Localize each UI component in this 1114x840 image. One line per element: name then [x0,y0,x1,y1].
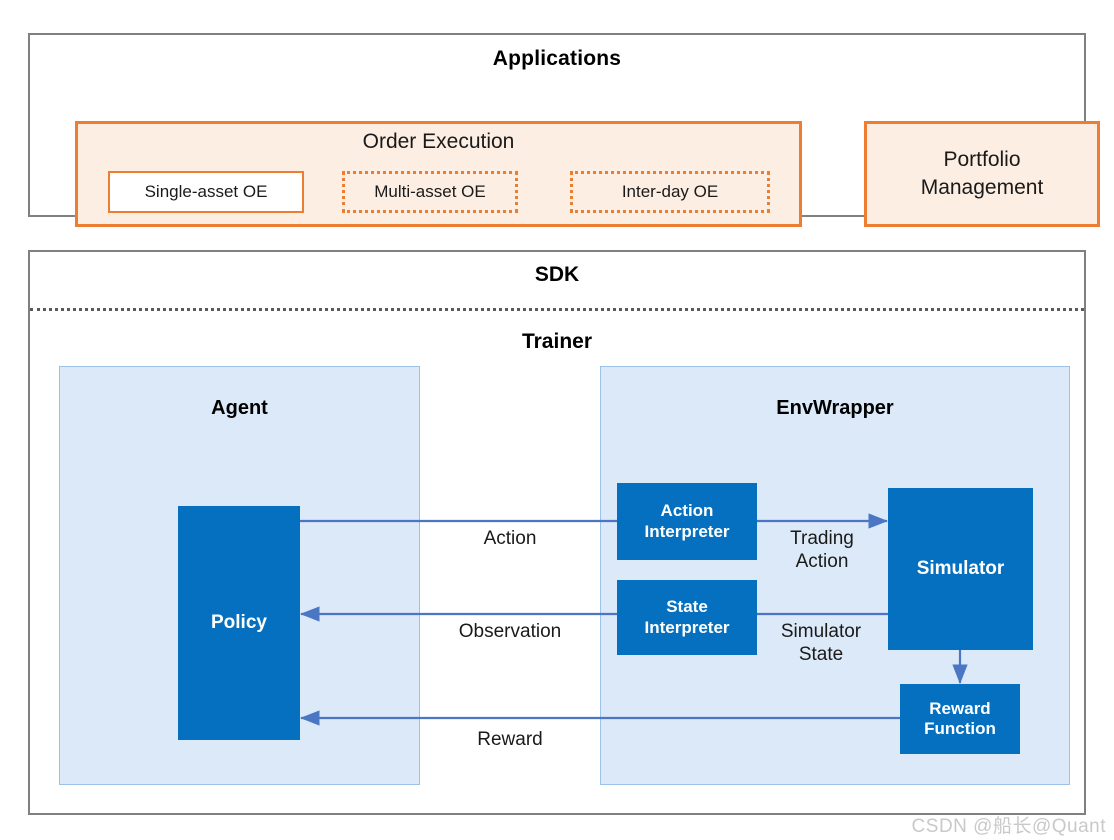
flow-label-reward: Reward [477,729,543,750]
order-execution-group: Order Execution Single-asset OE Multi-as… [75,121,802,227]
action-interpreter-line1: Action [660,501,714,521]
oe-item-inter-day[interactable]: Inter-day OE [570,171,770,213]
envwrapper-panel-title: EnvWrapper [776,397,894,419]
reward-function-line2: Function [924,719,996,738]
state-interpreter-line2: Interpreter [644,617,730,637]
flow-label-simulator-state: Simulator State [757,620,885,666]
flow-label-observation: Observation [458,621,562,642]
simulator-label: Simulator [916,557,1005,579]
action-interpreter-label: Action Interpreter [644,501,729,541]
simulator-box[interactable]: Simulator [888,488,1033,650]
watermark: CSDN @船长@Quant [911,816,1106,837]
flow-label-trading-action-line1: Trading [790,528,854,549]
oe-item-multi-asset[interactable]: Multi-asset OE [342,171,518,213]
sdk-divider [30,308,1084,311]
oe-item-single-asset[interactable]: Single-asset OE [108,171,304,213]
state-interpreter-box[interactable]: State Interpreter [617,580,757,655]
state-interpreter-label: State Interpreter [644,597,729,637]
policy-label: Policy [211,611,267,633]
flow-label-trading-action-line2: Action [795,551,849,573]
state-interpreter-line1: State [666,597,708,617]
action-interpreter-line2: Interpreter [644,521,730,541]
portfolio-management-box[interactable]: Portfolio Management [864,121,1100,227]
portfolio-management-label: Portfolio Management [921,146,1044,203]
order-execution-title: Order Execution [362,130,515,153]
flow-label-action: Action [483,528,537,549]
flow-label-simulator-state-line1: Simulator [780,621,862,642]
flow-label-simulator-state-line2: State [798,644,844,666]
sdk-title: SDK [534,263,580,286]
reward-function-line1: Reward [929,698,991,718]
policy-box[interactable]: Policy [178,506,300,740]
applications-title: Applications [492,47,622,70]
oe-item-label: Single-asset OE [144,182,268,201]
flow-label-trading-action: Trading Action [762,527,882,573]
applications-section: Applications Order Execution Single-asse… [28,33,1100,227]
oe-item-label: Inter-day OE [621,182,719,201]
portfolio-management-line1: Portfolio [943,147,1021,171]
reward-function-box[interactable]: Reward Function [900,684,1020,754]
trainer-title: Trainer [521,330,593,353]
agent-panel-title: Agent [211,397,268,419]
reward-function-label: Reward Function [924,699,996,739]
action-interpreter-box[interactable]: Action Interpreter [617,483,757,560]
portfolio-management-line2: Management [920,176,1044,199]
oe-item-label: Multi-asset OE [374,182,486,201]
